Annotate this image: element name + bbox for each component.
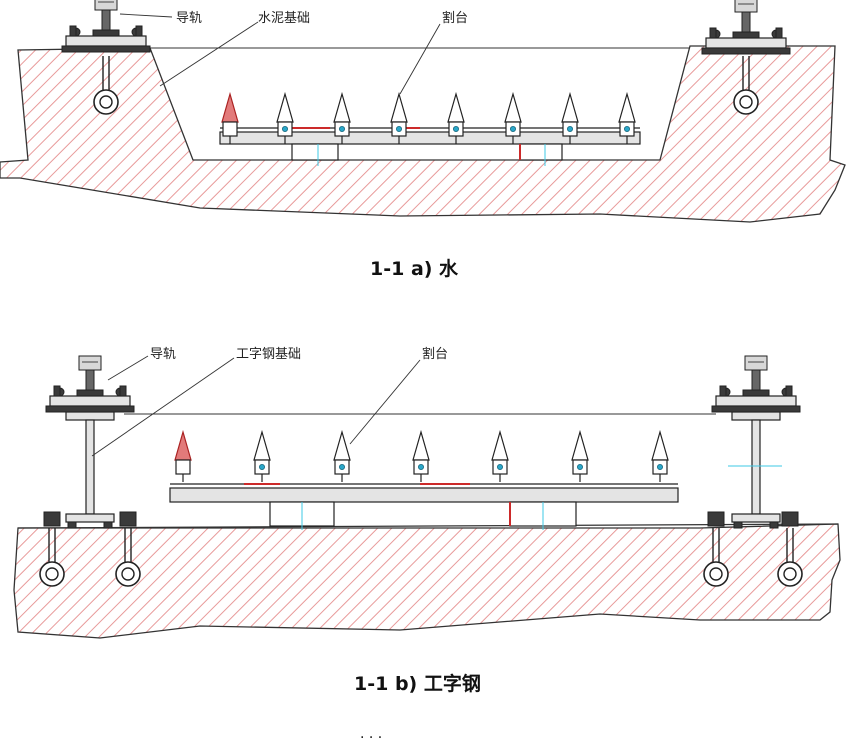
caption-b: 1-1 b) 工字钢 [354, 672, 481, 695]
label-rail-b: 导轨 [150, 347, 176, 362]
right-rail-assembly-b [711, 355, 801, 413]
diagram-b: 导轨 工字钢基础 割台 1-1 b) 工字钢 [13, 346, 841, 695]
torch-b-5 [491, 431, 509, 483]
concrete-foundation-a [0, 45, 846, 223]
torch-b-2 [253, 431, 271, 483]
label-rail-a: 导轨 [176, 11, 202, 26]
label-base-b: 工字钢基础 [236, 347, 301, 362]
torch-b-4 [412, 431, 430, 483]
footer-marks: . . . [360, 726, 382, 742]
torch-a-8 [618, 93, 636, 145]
torch-a-2 [276, 93, 294, 145]
torch-a-4 [390, 93, 408, 145]
torch-a-7 [561, 93, 579, 145]
ground-foundation-b [13, 523, 841, 639]
torch-a-1 [221, 93, 239, 145]
diagram-a: 导轨 水泥基础 割台 1-1 a) 水 [0, 0, 846, 280]
torch-a-5 [447, 93, 465, 145]
left-i-beam [65, 411, 115, 529]
label-table-a: 割台 [442, 10, 468, 26]
right-rail-assembly-a [701, 0, 791, 55]
torches-b [174, 431, 669, 483]
right-i-beam [731, 411, 781, 529]
torch-b-6 [571, 431, 589, 483]
caption-a: 1-1 a) 水 [370, 258, 459, 280]
label-base-a: 水泥基础 [258, 11, 310, 26]
torch-a-3 [333, 93, 351, 145]
table-support-right-a [519, 143, 563, 161]
cutting-table-b [169, 487, 679, 503]
left-rail-assembly-a [61, 0, 151, 53]
torch-a-6 [504, 93, 522, 145]
left-rail-assembly-b [45, 355, 135, 413]
torch-b-3 [333, 431, 351, 483]
label-table-b: 割台 [422, 346, 448, 362]
cutting-table-a [219, 131, 641, 145]
torch-b-1 [174, 431, 192, 483]
table-support-left-a [291, 143, 339, 161]
torch-b-7 [651, 431, 669, 483]
